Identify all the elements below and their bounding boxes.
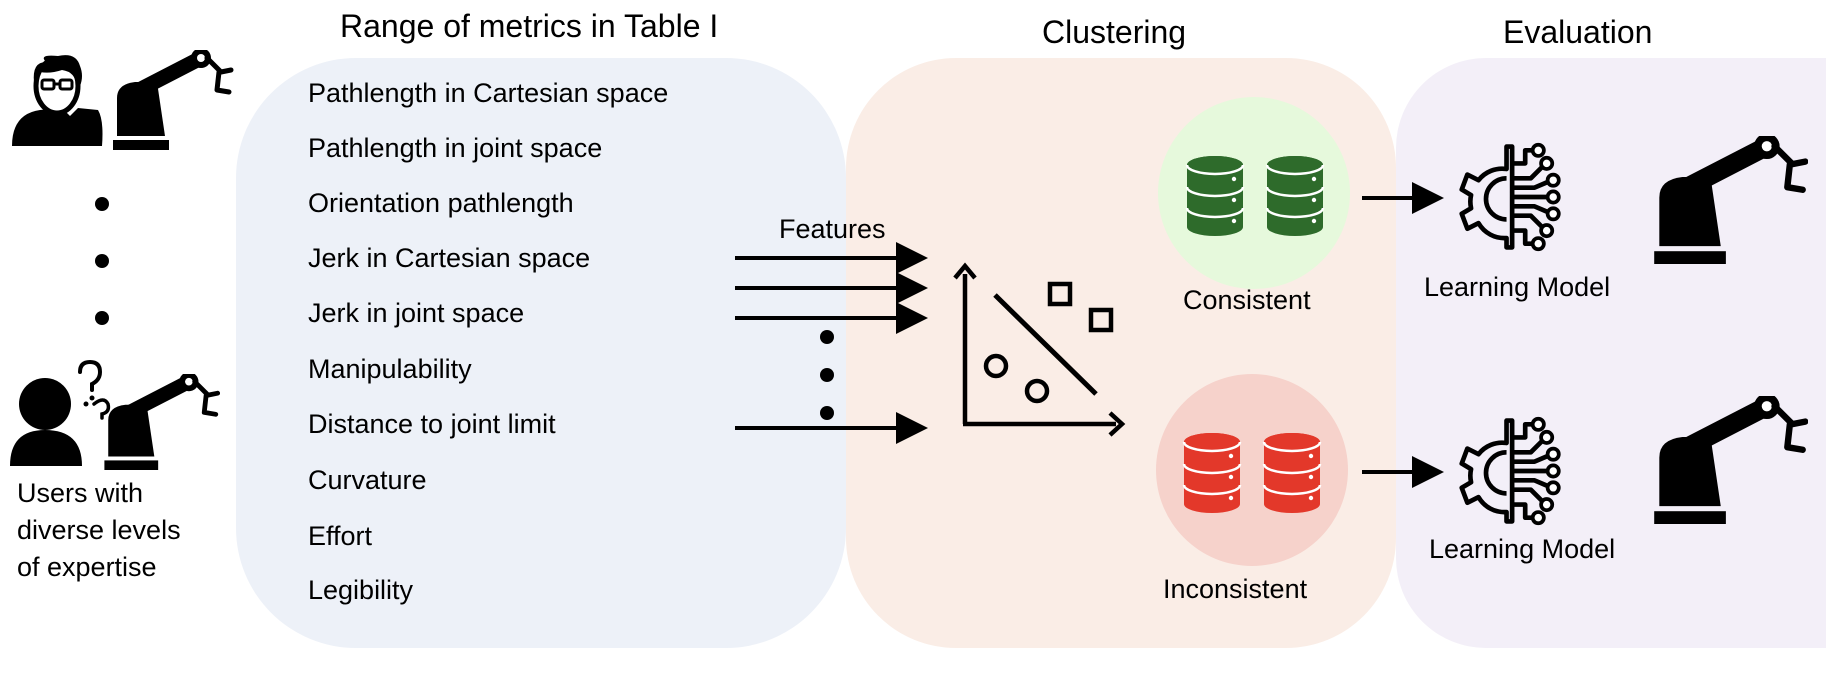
database-icon <box>1182 432 1242 514</box>
features-label: Features <box>779 214 886 244</box>
users-caption-line: Users with <box>17 478 144 508</box>
expert-user-icon <box>12 55 103 146</box>
database-icon <box>1185 155 1245 237</box>
metrics-panel <box>236 58 846 648</box>
novice-user-icon <box>10 359 111 466</box>
ellipsis-dot <box>95 311 109 325</box>
metric-item: Effort <box>308 521 373 551</box>
clustering-header: Clustering <box>1042 14 1187 50</box>
metric-item: Legibility <box>308 575 414 605</box>
ellipsis-dot <box>95 197 109 211</box>
consistent-cluster-circle <box>1158 97 1350 289</box>
users-caption-line: of expertise <box>17 552 157 582</box>
learning-model-label-bottom: Learning Model <box>1429 534 1616 564</box>
metric-item: Jerk in Cartesian space <box>308 243 591 273</box>
learning-model-icon <box>1462 419 1559 524</box>
metric-item: Curvature <box>308 465 427 495</box>
metric-item: Pathlength in joint space <box>308 133 603 163</box>
database-icon <box>1262 432 1322 514</box>
inconsistent-cluster-circle <box>1156 374 1348 566</box>
metric-item: Manipulability <box>308 354 472 384</box>
users-caption-line: diverse levels <box>17 515 181 545</box>
robot-arm-icon <box>104 372 217 470</box>
learning-model-icon <box>1462 145 1559 250</box>
evaluation-header: Evaluation <box>1503 14 1653 50</box>
feature-arrows <box>735 242 928 444</box>
metrics-header: Range of metrics in Table I <box>340 8 719 44</box>
robot-arm-icon <box>113 48 231 150</box>
users-caption: Users with diverse levels of expertise <box>17 475 181 586</box>
inconsistent-label: Inconsistent <box>1163 574 1308 604</box>
ellipsis-dot <box>95 254 109 268</box>
metric-item: Distance to joint limit <box>308 409 556 439</box>
robot-arm-icon <box>1654 393 1805 524</box>
scatter-plot-icon <box>953 262 1126 437</box>
metric-item: Pathlength in Cartesian space <box>308 78 669 108</box>
consistent-label: Consistent <box>1183 285 1311 315</box>
database-icon <box>1265 155 1325 237</box>
metric-item: Orientation pathlength <box>308 188 574 218</box>
learning-model-label-top: Learning Model <box>1424 272 1611 302</box>
metric-item: Jerk in joint space <box>308 298 525 328</box>
robot-arm-icon <box>1654 133 1805 264</box>
